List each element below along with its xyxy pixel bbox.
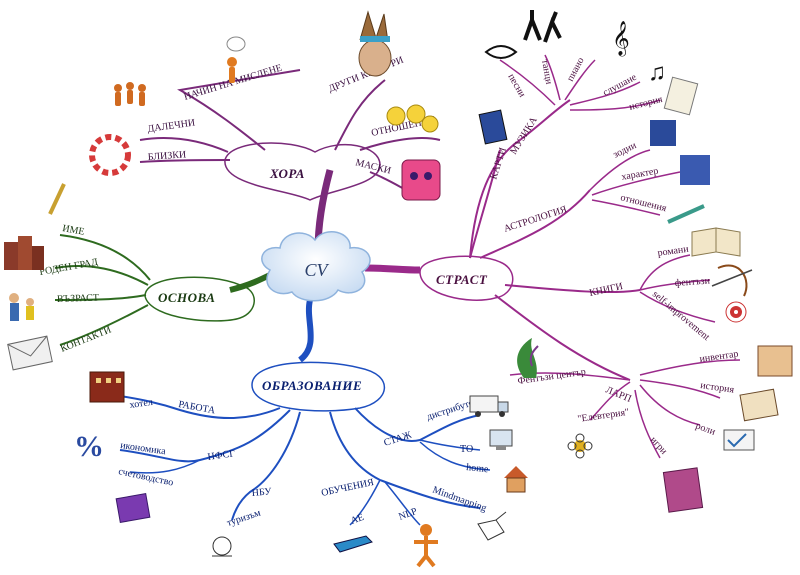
muzika-item-pesni: песни: [505, 72, 527, 100]
center-label: CV: [304, 260, 329, 280]
obuchenia-label: ОБУЧЕНИЯ: [320, 477, 375, 499]
dancers-icon: [523, 10, 562, 43]
strast-astrologia-label: АСТРОЛОГИЯ: [503, 204, 569, 235]
nfsg-label: НФСГ: [207, 448, 236, 463]
target-icon: [725, 301, 747, 323]
magic-wand-icon: [667, 204, 705, 224]
svg-text:%: %: [74, 430, 104, 463]
astrologia-item-zodii: зодии: [611, 140, 638, 161]
svg-text:𝄞: 𝄞: [612, 21, 630, 57]
house-icon: [504, 466, 528, 493]
osnova-item-kontakti: КОНТАКТИ: [59, 324, 113, 354]
airplane-icon: [333, 535, 373, 553]
flower-icon: [567, 433, 593, 459]
hearts-ring-icon: [89, 134, 131, 176]
treble-clef-icon: 𝄞: [612, 21, 630, 57]
nbu-item-turizam: туризъм: [226, 507, 263, 528]
larp-item-igri: игри: [648, 435, 670, 458]
indian-headdress-icon: [358, 10, 392, 77]
history-scene-icon: [739, 388, 779, 422]
bow-arrow-icon: [711, 264, 753, 297]
smiley-faces-icon: [386, 104, 439, 133]
carnival-mask-icon: [401, 159, 441, 201]
hora-item-blizki: БЛИЗКИ: [147, 149, 186, 163]
tarot-cards-icon: [478, 109, 508, 145]
inventory-icon: [757, 345, 793, 377]
town-buildings-icon: [4, 236, 44, 270]
network-icon: [477, 511, 507, 541]
knigi-item-fentazi: фентъзи: [674, 276, 710, 289]
larp-item-elevteria: "Елевтерия": [577, 407, 630, 425]
muzika-item-tanci: танци: [539, 59, 554, 86]
person-figure-icon: [414, 524, 438, 568]
game-box-icon: [662, 467, 704, 513]
branch-osnova: ОСНОВА ИМЕ РОДЕН ГРАД ВЪЗРАСТ КОНТАКТИ: [4, 183, 255, 371]
staj-item-to: ТО: [460, 444, 473, 455]
muzika-item-piano: пиано: [565, 56, 587, 84]
nbu-label: НБУ: [251, 486, 272, 499]
osnova-label: ОСНОВА: [158, 290, 215, 305]
people-group-icon: [114, 82, 146, 106]
branch-hora: ХОРА НАЧИН НА МИСЛЕНЕ ДРУГИ КУЛТУРИ ДАЛЕ…: [89, 10, 441, 201]
svg-text:♫: ♫: [648, 60, 666, 86]
zodiac-icon: [650, 120, 710, 185]
nfsg-item-schetovodstvo: счетоводство: [117, 466, 174, 488]
family-icon: [9, 293, 34, 321]
knigi-item-romani: романи: [657, 244, 690, 259]
osnova-item-vazrast: ВЪЗРАСТ: [57, 293, 99, 305]
branch-obrazovanie: ОБРАЗОВАНИЕ РАБОТА хотел НФСГ икономика …: [74, 361, 528, 568]
checklist-icon: [723, 429, 755, 451]
osnova-item-rodengrad: РОДЕН ГРАД: [39, 257, 99, 278]
staj-item-home: home: [466, 462, 490, 475]
open-book-icon: [691, 227, 741, 257]
computer-icon: [489, 429, 513, 450]
larp-item-roli: роли: [694, 420, 717, 437]
lips-icon: [484, 45, 518, 59]
muzika-item-istoria: история: [628, 94, 664, 113]
nfsg-item-ikonomika: икономика: [120, 440, 167, 457]
osnova-item-ime: ИМЕ: [61, 223, 85, 238]
knigi-item-self: self-improvement: [650, 289, 712, 343]
center-cloud[interactable]: CV: [261, 230, 371, 302]
folders-icon: [115, 492, 151, 524]
strast-muzika-label: МУЗИКА: [508, 115, 540, 157]
strast-larp-label: ЛАРП: [604, 385, 633, 405]
tourism-icon: [212, 536, 232, 557]
larp-item-inventar: инвентар: [699, 349, 739, 365]
green-flame-icon: [517, 338, 539, 378]
hora-label: ХОРА: [269, 166, 305, 181]
scroll-icon: [663, 76, 699, 116]
hora-item-dalechni: ДАЛЕЧНИ: [147, 117, 196, 135]
larp-item-istoria: история: [700, 380, 736, 396]
rabota-item-hotel: хотел: [129, 397, 154, 411]
strast-knigi-label: КНИГИ: [588, 281, 624, 299]
branch-strast: СТРАСТ МУЗИКА КАРТИ АСТРОЛОГИЯ КНИГИ ЛАР…: [419, 10, 793, 513]
staj-label: СТАЖ: [383, 430, 414, 449]
thinking-person-icon: [226, 36, 246, 83]
music-notes-icon: ♫: [648, 60, 666, 86]
truck-icon: [469, 395, 509, 417]
strast-label: СТРАСТ: [436, 272, 488, 287]
pencil-icon: [48, 183, 66, 215]
percent-icon: %: [74, 430, 104, 463]
obuchenia-item-ae: AE: [349, 512, 365, 527]
envelope-icon: [7, 335, 53, 371]
strast-karti-label: КАРТИ: [488, 146, 509, 181]
hotel-building-icon: [89, 371, 125, 403]
obrazovanie-label: ОБРАЗОВАНИЕ: [262, 378, 362, 393]
